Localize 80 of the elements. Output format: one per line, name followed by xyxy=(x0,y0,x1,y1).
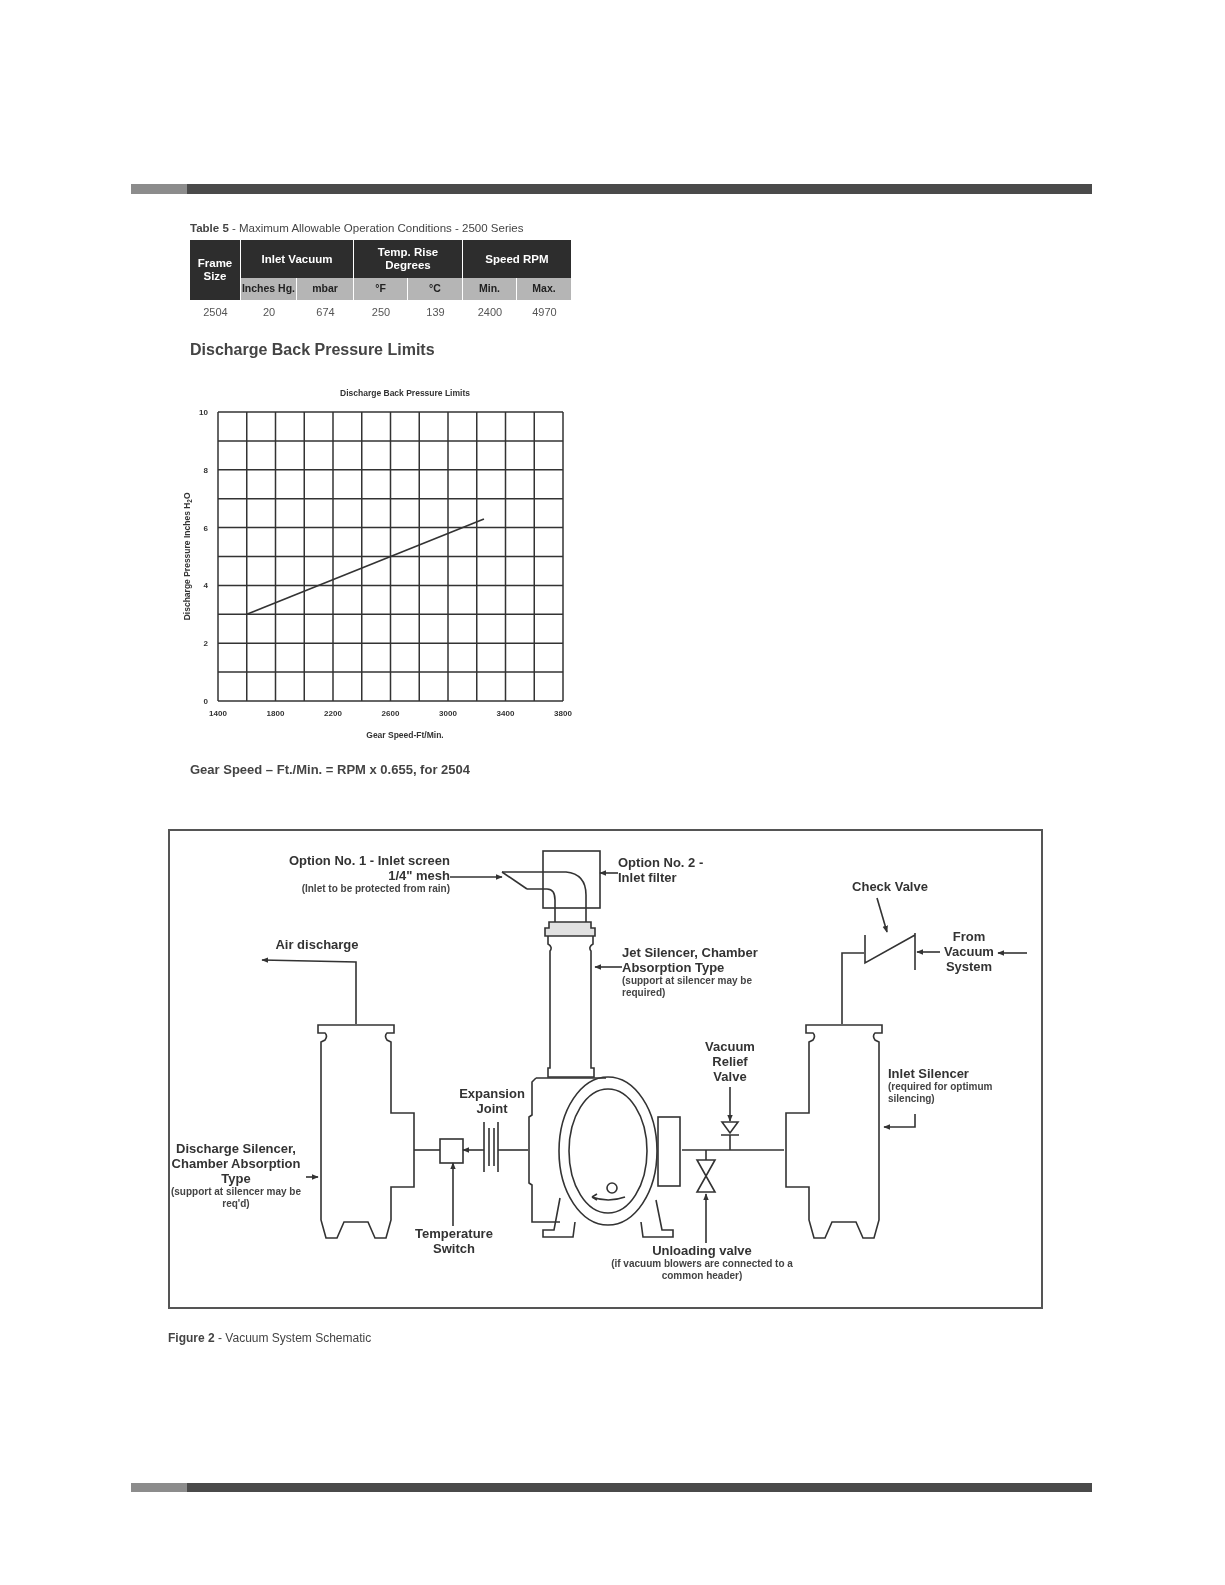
component-label: Vacuum Relief Valve xyxy=(704,1039,756,1084)
leader-arrow xyxy=(916,949,941,955)
table-subheader-cell: Inches Hg. xyxy=(241,278,297,300)
component-note: (support at silencer may be required) xyxy=(622,975,754,999)
leader-arrow xyxy=(599,870,619,876)
table-cell-text: 250 xyxy=(370,304,392,320)
table-header-cell: Speed RPM xyxy=(463,240,572,278)
jet-silencer-drawing xyxy=(544,921,596,1078)
elbow-pipe-drawing xyxy=(501,871,587,923)
temperature-switch-box xyxy=(439,1138,464,1164)
table-caption: Table 5 - Maximum Allowable Operation Conditions - 2500 Series xyxy=(190,221,524,236)
leader-arrow xyxy=(883,1113,916,1130)
component-label: Check Valve xyxy=(851,879,929,894)
table-subheader-cell: °F xyxy=(354,278,408,300)
component-label: Expansion Joint xyxy=(458,1086,526,1116)
section-heading: Discharge Back Pressure Limits xyxy=(190,340,435,360)
table-header-cell: Inlet Vacuum xyxy=(241,240,354,278)
y-tick-label: 4 xyxy=(203,581,208,591)
table-subheader-cell: Max. xyxy=(517,278,572,300)
y-tick-label: 2 xyxy=(203,639,208,649)
table-cell-text: 2504 xyxy=(202,304,229,320)
component-label: Jet Silencer, Chamber Absorption Type xyxy=(622,945,759,975)
x-tick-label: 3000 xyxy=(439,709,457,718)
x-axis-label: Gear Speed-Ft/Min. xyxy=(366,730,444,740)
table-cell-text: 20 xyxy=(261,304,277,320)
inlet-filter-box xyxy=(542,850,601,909)
pipe-line xyxy=(841,952,865,1025)
pipe-line xyxy=(681,1149,785,1151)
component-note: (support at silencer may be req'd) xyxy=(169,1186,302,1210)
table-header-cell: Frame Size xyxy=(190,240,241,300)
blower-drawing xyxy=(528,1076,681,1238)
y-tick-label: 0 xyxy=(203,697,208,706)
pipe-line xyxy=(413,1149,441,1151)
leader-arrow xyxy=(261,957,357,1025)
table-cell-text: 139 xyxy=(425,304,446,320)
x-tick-label: 1800 xyxy=(266,709,285,718)
leader-arrow xyxy=(703,1193,709,1244)
component-note: (required for optimum silencing) xyxy=(888,1081,994,1105)
table-subheader-cell: Min. xyxy=(463,278,517,300)
component-label: Option No. 1 - Inlet screen 1/4" mesh xyxy=(287,853,450,883)
table-subheader-cell: mbar xyxy=(297,278,354,300)
component-label: Discharge Silencer, Chamber Absorption Type xyxy=(170,1141,302,1186)
x-tick-label: 2200 xyxy=(324,709,342,718)
relief-valve-symbol xyxy=(720,1121,740,1151)
component-note: (Inlet to be protected from rain) xyxy=(300,883,450,895)
y-tick-label: 6 xyxy=(203,523,208,533)
component-note: (if vacuum blowers are connected to a common header) xyxy=(610,1258,794,1282)
expansion-joint-symbol xyxy=(481,1121,501,1173)
x-tick-label: 3400 xyxy=(496,709,515,718)
table-header-cell: Temp. Rise Degrees xyxy=(354,240,463,278)
leader-arrow xyxy=(594,964,623,970)
leader-arrow xyxy=(449,874,503,880)
figure-caption: Figure 2 - Vacuum System Schematic xyxy=(168,1330,372,1347)
y-tick-label: 10 xyxy=(199,408,208,417)
y-tick-label: 8 xyxy=(203,465,208,475)
table-subheader-cell: °C xyxy=(408,278,463,300)
leader-arrow xyxy=(727,1086,733,1122)
x-tick-label: 1400 xyxy=(209,709,227,718)
table-cell-text: 4970 xyxy=(531,304,558,320)
x-tick-label: 2600 xyxy=(381,709,400,718)
leader-arrow xyxy=(450,1162,456,1227)
formula-note: Gear Speed – Ft./Min. = RPM x 0.655, for 2504 xyxy=(190,761,470,779)
check-valve-symbol xyxy=(864,932,916,971)
table-cell-text: 674 xyxy=(315,304,336,320)
leader-arrow xyxy=(305,1174,319,1180)
leader-arrow xyxy=(997,950,1028,956)
leader-arrow xyxy=(462,1147,483,1153)
component-label: Unloading valve xyxy=(651,1243,753,1258)
leader-arrow xyxy=(876,897,888,933)
component-label: Temperature Switch xyxy=(414,1226,494,1256)
discharge-silencer-drawing xyxy=(317,1024,415,1239)
x-tick-label: 3800 xyxy=(554,709,572,718)
unloading-valve-symbol xyxy=(695,1149,717,1193)
component-label: From Vacuum System xyxy=(943,929,995,974)
chart-title: Discharge Back Pressure Limits xyxy=(340,388,470,398)
table-cell-text: 2400 xyxy=(476,304,504,320)
component-label: Option No. 2 - Inlet filter xyxy=(618,855,705,885)
component-label: Inlet Silencer xyxy=(888,1066,970,1081)
inlet-silencer-drawing xyxy=(785,1024,883,1239)
pipe-line xyxy=(499,1149,529,1151)
